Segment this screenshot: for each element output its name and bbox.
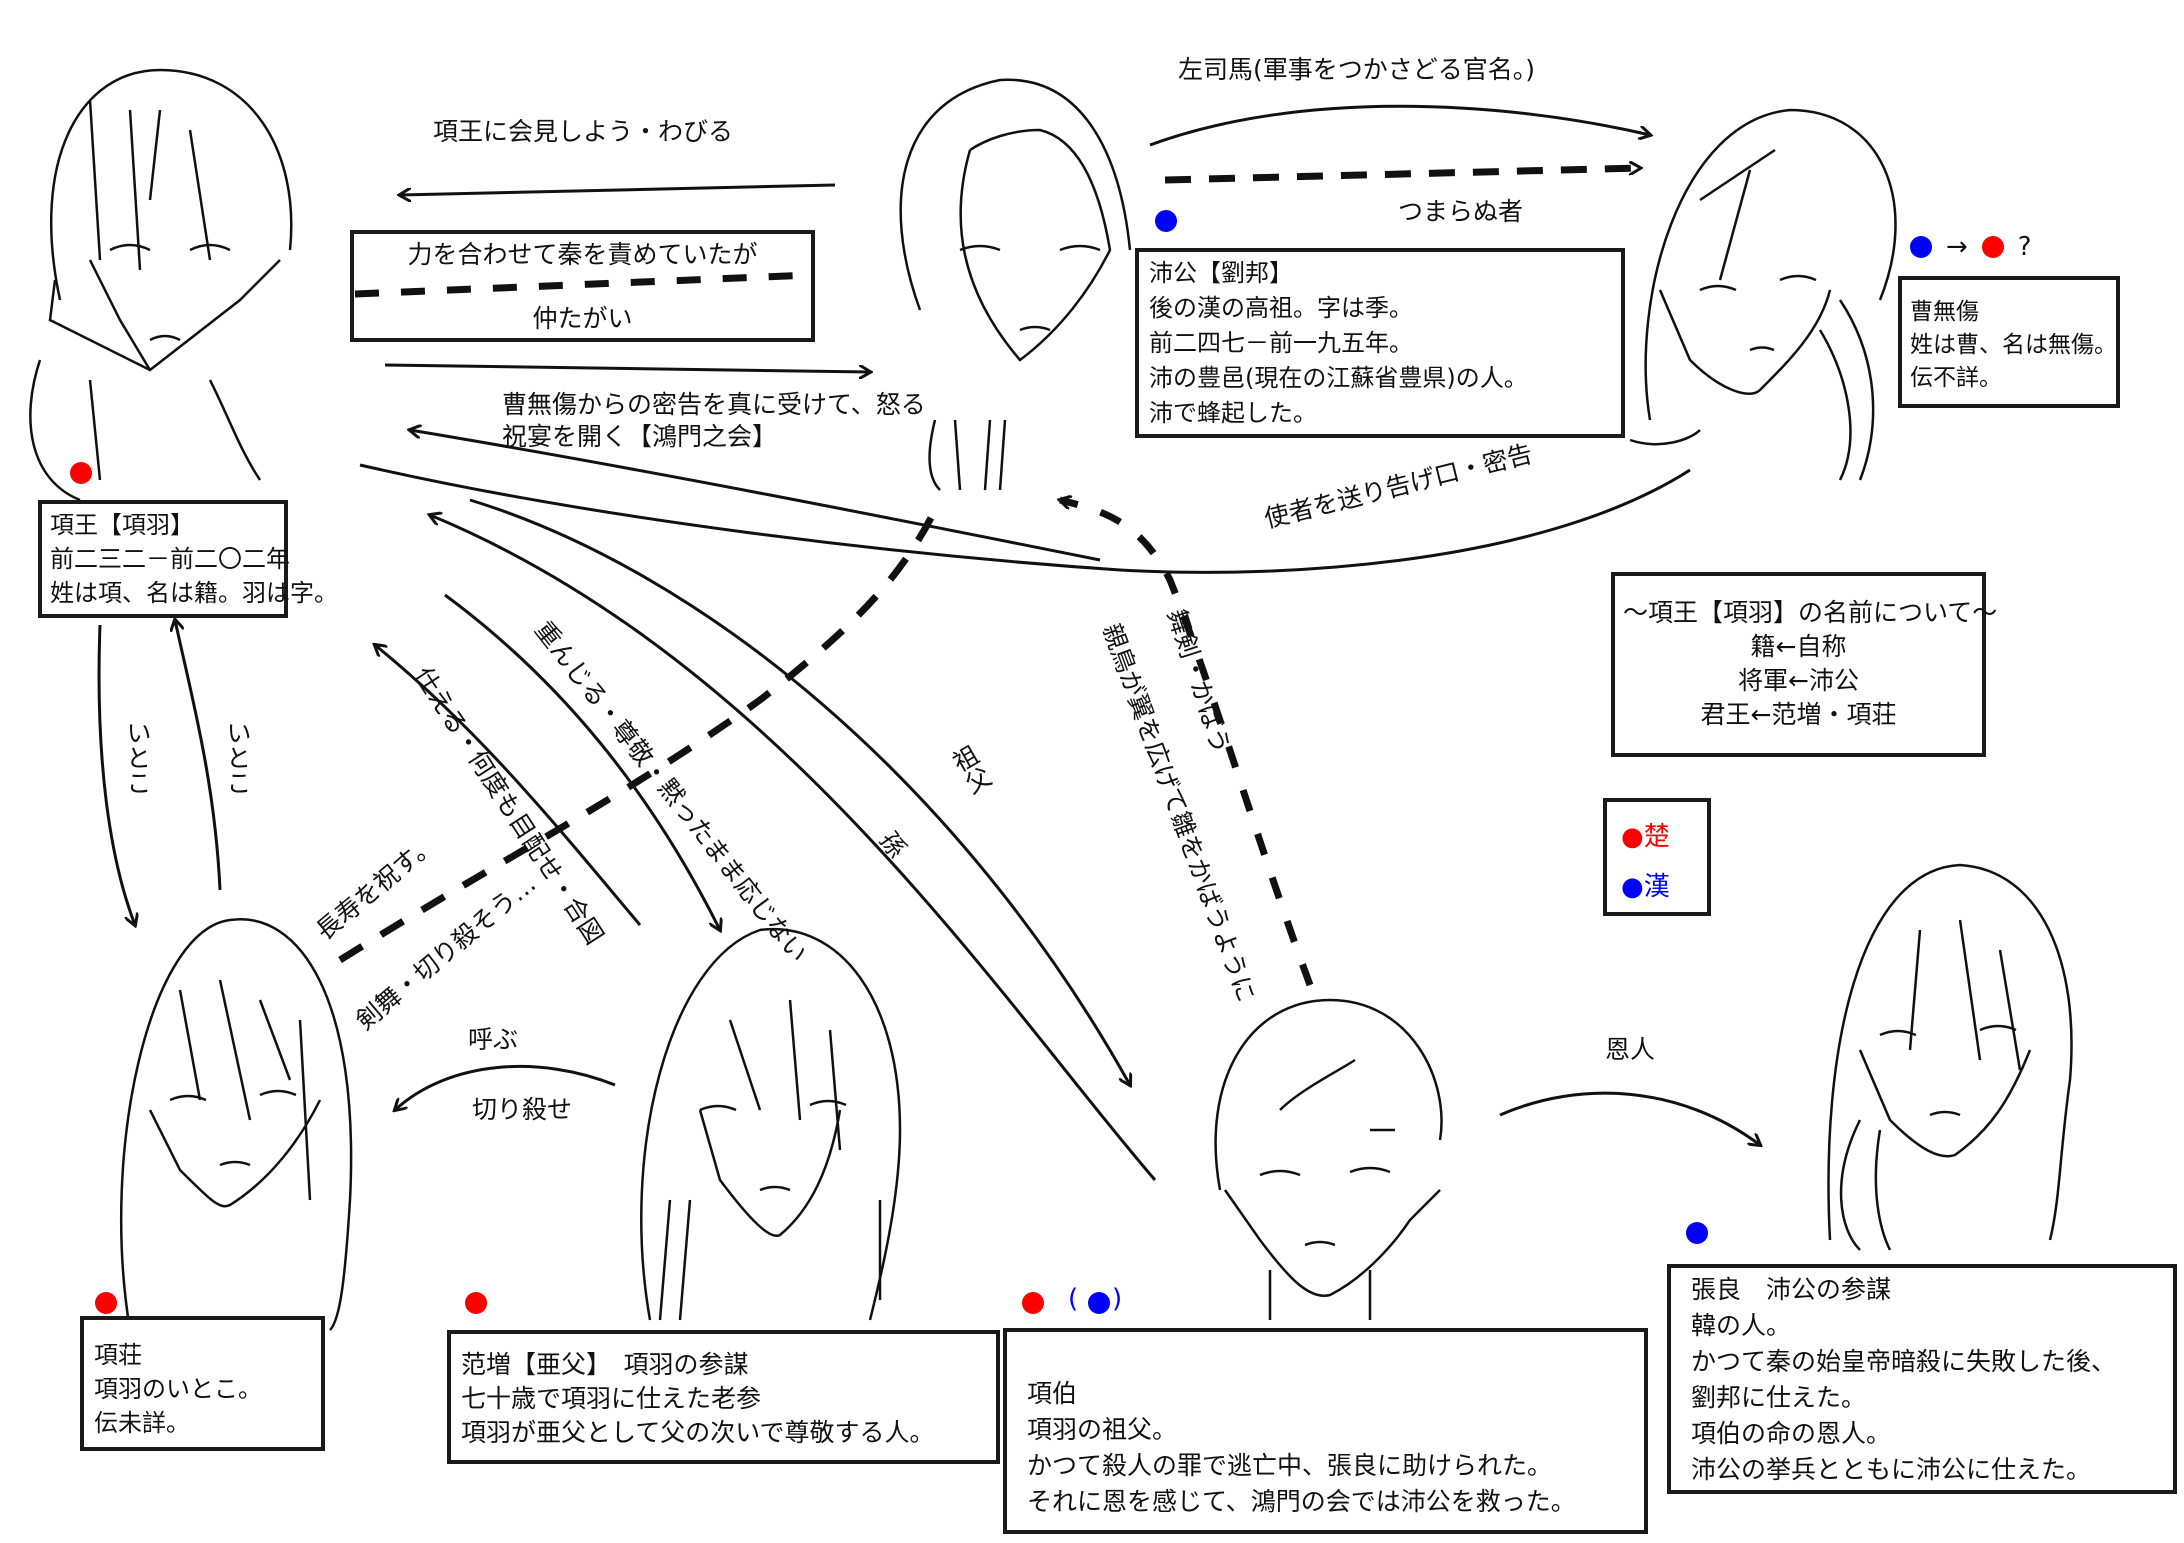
faction-dot-peigong — [1155, 210, 1177, 232]
info-box-xiangzhuang: 項荘 項羽のいとこ。 伝未詳。 — [80, 1316, 325, 1451]
info-line: 曹無傷 — [1910, 299, 1979, 325]
info-box-caowushang: 曹無傷 姓は曹、名は無傷。 伝不詳。 — [1898, 276, 2120, 408]
faction-dot-xiangbo — [1022, 1292, 1044, 1314]
arrow-banquet — [410, 430, 1101, 562]
arrow-cao-to-xiangwang — [359, 463, 1691, 574]
info-line: 項羽が亜父として父の次いで尊敬する人。 — [461, 1418, 935, 1447]
legend-dot-han: ● — [1621, 872, 1644, 902]
info-box-zhangliang: 張良 沛公の参謀 韓の人。 かつて秦の始皇帝暗殺に失敗した後、 劉邦に仕えた。 … — [1667, 1264, 2177, 1494]
info-line: 韓の人。 — [1691, 1311, 1792, 1340]
xiangbo-paren-open: ( — [1068, 1284, 1079, 1314]
info-line: 范増【亜父】 項羽の参謀 — [461, 1350, 749, 1379]
info-line: 前二三二－前二〇二年 — [50, 545, 290, 573]
label-xiangwang-to-peigong: 曹無傷からの密告を真に受けて、怒る — [502, 390, 926, 419]
info-line: 姓は項、名は籍。羽は字。 — [50, 579, 338, 607]
info-box-xiangwang: 項王【項羽】 前二三二－前二〇二年 姓は項、名は籍。羽は字。 — [38, 500, 338, 618]
arrow-xiangwang-to-fanzeng — [444, 593, 720, 930]
faction-dot-xiangbo-secondary — [1088, 1292, 1110, 1314]
faction-question-mark: ? — [2017, 232, 2032, 262]
info-line: 七十歳で項羽に仕えた老参 — [461, 1384, 762, 1413]
arrow-peigong-to-cao-dashed — [1164, 168, 1640, 184]
faction-dot-xiangzhuang — [95, 1292, 117, 1314]
arrow-peigong-to-xiangwang — [400, 183, 836, 195]
info-line: 姓は曹、名は無傷。 — [1910, 332, 2117, 358]
arrow-xiangbo-to-zhangliang — [1499, 1091, 1760, 1145]
info-line: 沛の豊邑(現在の江蘇省豊県)の人。 — [1149, 364, 1528, 392]
faction-legend: ●楚 ●漢 — [1603, 798, 1711, 916]
faction-dot-xiangwang — [70, 462, 92, 484]
arrow-fanzeng-to-xiangwang — [375, 645, 642, 926]
arrow-peigong-to-cao-solid — [1149, 104, 1650, 147]
legend-label-chu: 楚 — [1643, 822, 1670, 852]
arrow-xiangwang-to-xiangbo — [469, 498, 1130, 1085]
arrow-fanzeng-to-xiangzhuang — [395, 1065, 616, 1110]
label-xiangbo-to-zhangliang: 恩人 — [1605, 1035, 1656, 1064]
label-cousin-up: いとこ — [223, 720, 252, 795]
name-note-line: 君王←范増・項荘 — [1700, 700, 1897, 729]
peigong-portrait — [899, 78, 1132, 491]
name-note-line: 籍←自称 — [1750, 632, 1847, 661]
info-line: 前二四七－前一九五年。 — [1149, 329, 1413, 357]
info-box-fanzeng: 范増【亜父】 項羽の参謀 七十歳で項羽に仕えた老参 項羽が亜父として父の次いで尊… — [447, 1330, 1000, 1464]
caowushang-faction-marker: → ? — [1910, 232, 2032, 262]
relation-top-text: 力を合わせて秦を責めていたが — [407, 240, 758, 269]
faction-dot-cao-from — [1910, 236, 1932, 258]
relation-box-alliance: 力を合わせて秦を責めていたが 仲たがい — [350, 230, 815, 342]
arrow-xiangzhuang-to-peigong-dashed — [338, 508, 939, 963]
info-line: 項王【項羽】 — [50, 511, 194, 539]
faction-dot-fanzeng — [465, 1292, 487, 1314]
info-line: 項羽のいとこ。 — [94, 1375, 262, 1403]
label-banquet: 祝宴を開く【鴻門之会】 — [502, 422, 778, 451]
info-line: 沛公の挙兵とともに沛公に仕えた。 — [1691, 1455, 2092, 1484]
arrow-cousin-down — [97, 624, 135, 925]
fanzeng-portrait — [640, 927, 902, 1321]
label-peigong-to-xiangwang: 項王に会見しよう・わびる — [433, 117, 734, 146]
info-line: 張良 沛公の参謀 — [1691, 1275, 1892, 1304]
info-line: それに恩を感じて、鴻門の会では沛公を救った。 — [1027, 1487, 1576, 1516]
label-cousin-down: いとこ — [123, 720, 152, 795]
info-box-xiangbo: 項伯 項羽の祖父。 かつて殺人の罪で逃亡中、張良に助けられた。 それに恩を感じて… — [1003, 1328, 1648, 1534]
legend-item-han: ●漢 — [1621, 862, 1693, 912]
info-line: 後の漢の高祖。字は季。 — [1149, 294, 1413, 322]
xiangwang-portrait — [29, 68, 293, 502]
legend-dot-chu: ● — [1621, 822, 1644, 852]
relation-bottom-text: 仲たがい — [532, 304, 633, 333]
info-line: 項伯の命の恩人。 — [1691, 1419, 1892, 1448]
label-peigong-to-cao-title: 左司馬(軍事をつかさどる官名。) — [1178, 55, 1536, 84]
arrow-xiangbo-to-peigong-dashed — [1060, 500, 1314, 987]
label-peigong-to-cao-dashed: つまらぬ者 — [1398, 197, 1524, 226]
faction-dot-zhangliang — [1686, 1222, 1708, 1244]
label-fanzeng-to-xiangzhuang-bottom: 切り殺せ — [472, 1095, 573, 1124]
info-line: 伝未詳。 — [94, 1409, 190, 1437]
xiangbo-paren-close: ) — [1112, 1284, 1123, 1314]
info-line: かつて秦の始皇帝暗殺に失敗した後、 — [1691, 1347, 2117, 1376]
label-fanzeng-to-xiangzhuang-top: 呼ぶ — [468, 1025, 519, 1054]
zhangliang-portrait — [1827, 863, 2073, 1251]
info-line: 項羽の祖父。 — [1027, 1415, 1178, 1444]
info-line: 項荘 — [94, 1341, 142, 1369]
info-line: かつて殺人の罪で逃亡中、張良に助けられた。 — [1027, 1451, 1553, 1480]
xiangzhuang-portrait — [120, 918, 353, 1331]
name-note-title: ～項王【項羽】の名前について～ — [1623, 598, 1998, 627]
info-line: 劉邦に仕えた。 — [1691, 1383, 1867, 1412]
faction-change-arrow-icon: → — [1946, 232, 1968, 262]
name-note-box: ～項王【項羽】の名前について～ 籍←自称 将軍←沛公 君王←范増・項荘 — [1611, 572, 1998, 757]
legend-label-han: 漢 — [1643, 872, 1670, 902]
info-line: 沛で蜂起した。 — [1149, 399, 1317, 427]
arrow-xiangwang-to-peigong — [384, 363, 870, 372]
arrow-cousin-up — [175, 620, 222, 891]
legend-item-chu: ●楚 — [1621, 812, 1693, 862]
info-line: 伝不詳。 — [1910, 365, 2002, 391]
caowushang-portrait — [1629, 108, 1897, 481]
info-line: 項伯 — [1027, 1379, 1078, 1408]
arrow-xiangbo-to-xiangwang — [430, 515, 1157, 1181]
relation-box-dashed-line — [354, 271, 811, 298]
info-line: 沛公【劉邦】 — [1149, 259, 1293, 287]
info-box-peigong: 沛公【劉邦】 後の漢の高祖。字は季。 前二四七－前一九五年。 沛の豊邑(現在の江… — [1135, 248, 1625, 438]
xiangbo-portrait — [1214, 998, 1443, 1320]
name-note-line: 将軍←沛公 — [1738, 666, 1859, 695]
faction-dot-cao-to — [1981, 236, 2004, 258]
